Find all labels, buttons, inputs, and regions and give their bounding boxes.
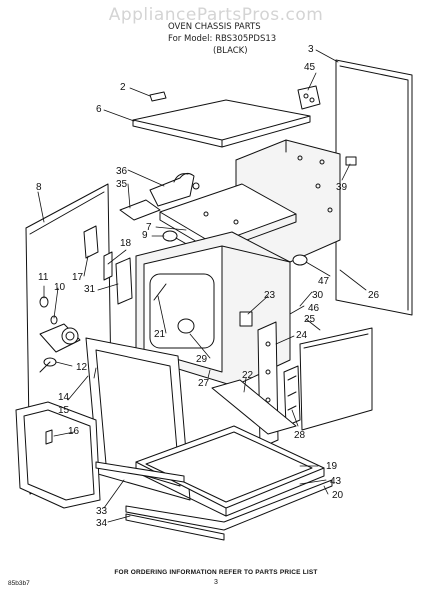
callout-7: 7 bbox=[146, 222, 152, 233]
callout-31: 31 bbox=[84, 284, 96, 295]
page-number: 3 bbox=[214, 579, 218, 586]
small-bracket bbox=[149, 91, 167, 102]
callout-10: 10 bbox=[54, 282, 66, 293]
right-side-panel bbox=[299, 327, 373, 431]
callout-9: 9 bbox=[142, 230, 148, 241]
callout-16: 16 bbox=[68, 426, 80, 437]
callout-18: 18 bbox=[120, 238, 132, 249]
vent-duct bbox=[119, 172, 200, 221]
callout-15: 15 bbox=[58, 405, 70, 416]
bottom-rail bbox=[211, 379, 297, 435]
callout-46: 46 bbox=[308, 303, 320, 314]
leader-lines bbox=[37, 49, 367, 523]
callout-25: 25 bbox=[304, 314, 316, 325]
callout-6: 6 bbox=[96, 104, 102, 115]
callout-11: 11 bbox=[38, 272, 49, 283]
header-title: OVEN CHASSIS PARTS bbox=[168, 22, 261, 32]
callout-35: 35 bbox=[116, 179, 128, 190]
callout-3: 3 bbox=[308, 44, 314, 55]
callout-29: 29 bbox=[196, 354, 208, 365]
callout-8: 8 bbox=[36, 182, 42, 193]
callout-23: 23 bbox=[264, 290, 276, 301]
callout-30: 30 bbox=[312, 290, 324, 301]
ordering-note: FOR ORDERING INFORMATION REFER TO PARTS … bbox=[114, 569, 318, 576]
callout-39: 39 bbox=[336, 182, 348, 193]
callout-17: 17 bbox=[72, 272, 84, 283]
front-trim bbox=[95, 461, 185, 483]
callout-43: 43 bbox=[330, 476, 342, 487]
callout-22: 22 bbox=[242, 370, 254, 381]
callout-12: 12 bbox=[76, 362, 88, 373]
oven-cavity bbox=[135, 231, 308, 387]
callout-27: 27 bbox=[198, 378, 210, 389]
callout-numbers: 2 3 45 6 39 36 35 8 7 9 18 17 11 10 31 2… bbox=[36, 44, 380, 529]
door-gasket bbox=[15, 401, 101, 509]
header-color: (BLACK) bbox=[213, 46, 248, 56]
callout-14: 14 bbox=[58, 392, 70, 403]
callout-36: 36 bbox=[116, 166, 128, 177]
bottom-trim-strip bbox=[125, 479, 333, 541]
callout-28: 28 bbox=[294, 430, 306, 441]
callout-34: 34 bbox=[96, 518, 108, 529]
top-panel bbox=[132, 99, 311, 148]
callout-33: 33 bbox=[96, 506, 108, 517]
callout-24: 24 bbox=[296, 330, 308, 341]
callout-19: 19 bbox=[326, 461, 338, 472]
callout-45: 45 bbox=[304, 62, 316, 73]
callout-21: 21 bbox=[154, 329, 166, 340]
callout-2: 2 bbox=[120, 82, 126, 93]
header-model: For Model: RBS305PDS13 bbox=[168, 34, 277, 44]
diagram-code: 85b3b7 bbox=[8, 580, 30, 587]
callout-20: 20 bbox=[332, 490, 344, 501]
callout-26: 26 bbox=[368, 290, 380, 301]
hinge-receptacle bbox=[283, 365, 301, 427]
callout-47: 47 bbox=[318, 276, 330, 287]
watermark: AppliancePartsPros.com bbox=[108, 5, 324, 25]
